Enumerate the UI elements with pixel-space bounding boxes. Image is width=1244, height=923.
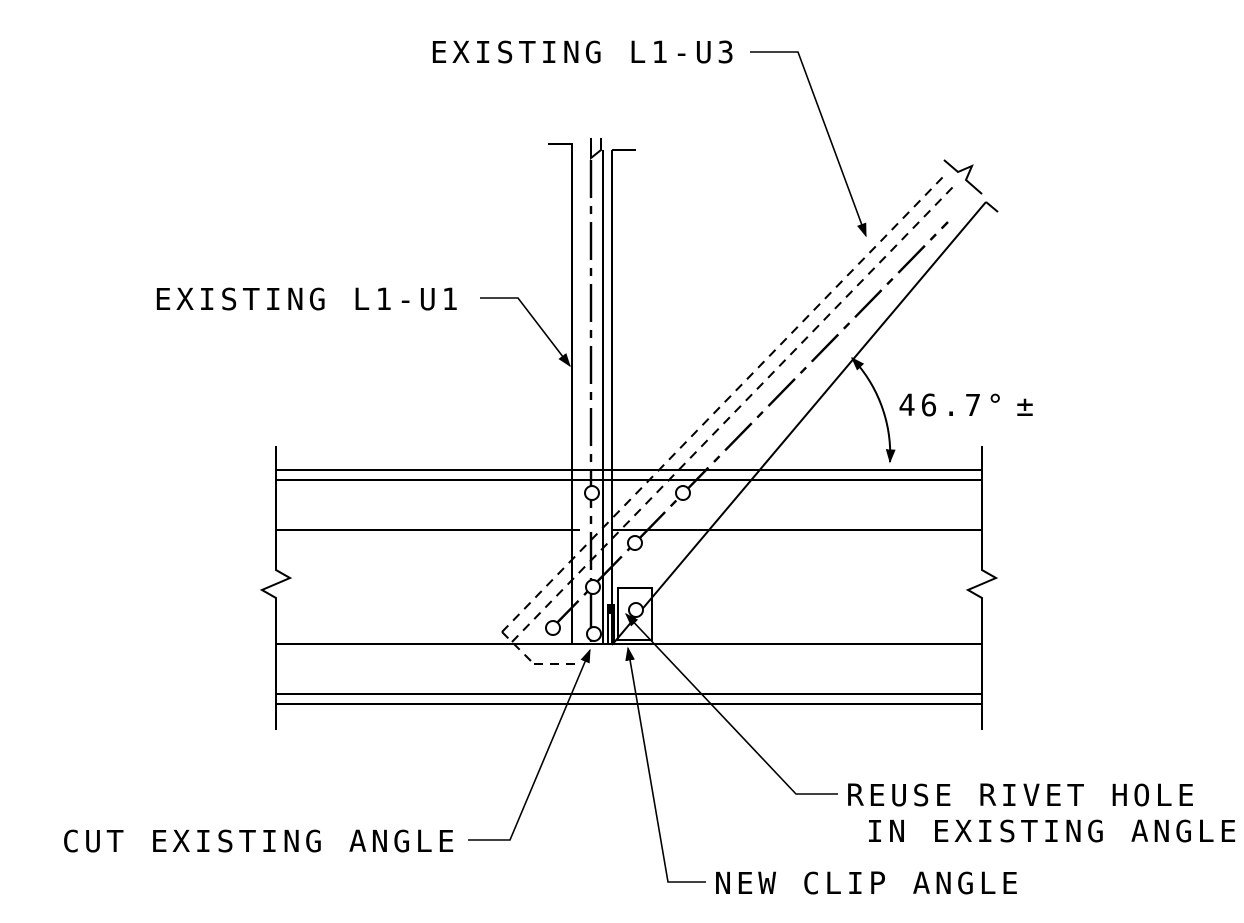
label-cut-existing-angle: CUT EXISTING ANGLE bbox=[62, 825, 459, 860]
rivet-hole bbox=[584, 485, 600, 501]
beam-break-right bbox=[965, 446, 999, 730]
rivet-holes bbox=[545, 485, 691, 642]
angle-tolerance: ± bbox=[1016, 389, 1038, 424]
angle-value: 46.7° bbox=[898, 389, 1008, 424]
label-existing-l1-u3: EXISTING L1-U3 bbox=[430, 36, 739, 71]
leader-cut-angle bbox=[468, 648, 591, 841]
rivet-hole bbox=[675, 485, 691, 501]
rivet-hole bbox=[627, 535, 643, 551]
label-in-existing-angle: IN EXISTING ANGLE bbox=[866, 815, 1241, 850]
leader-u3 bbox=[750, 51, 867, 238]
label-existing-l1-u1: EXISTING L1-U1 bbox=[154, 283, 463, 318]
rivet-hole bbox=[585, 579, 601, 595]
vertical-member-l1-u1 bbox=[548, 138, 636, 644]
label-reuse-rivet-hole: REUSE RIVET HOLE bbox=[846, 779, 1199, 814]
floor-beam bbox=[276, 469, 982, 705]
new-clip-angle bbox=[607, 587, 653, 644]
leader-new-clip bbox=[625, 646, 706, 883]
label-new-clip-angle: NEW CLIP ANGLE bbox=[714, 867, 1023, 902]
leader-u1 bbox=[480, 297, 571, 368]
leader-reuse-rivet bbox=[625, 612, 838, 795]
rivet-hole bbox=[586, 626, 602, 642]
angle-dimension: 46.7° ± bbox=[851, 356, 1038, 464]
beam-break-left bbox=[259, 446, 293, 730]
rivet-hole bbox=[628, 602, 644, 618]
rivet-hole bbox=[545, 620, 561, 636]
diagonal-member-l1-u3 bbox=[501, 159, 999, 665]
